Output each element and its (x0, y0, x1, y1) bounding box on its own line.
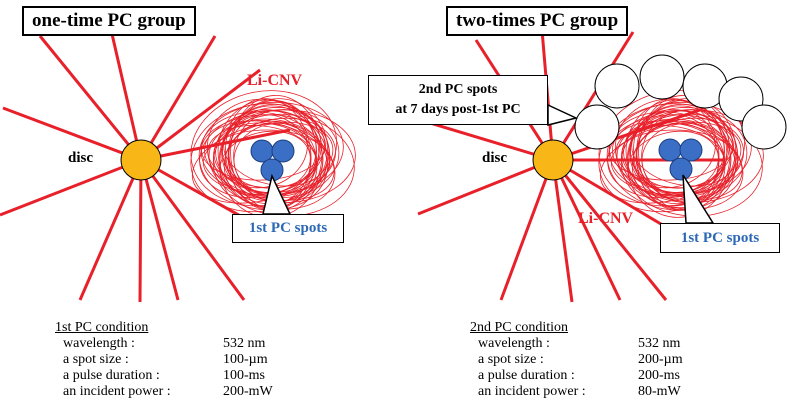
condition-param: a spot size : (478, 352, 544, 367)
cnv-scribble-loop (627, 130, 719, 196)
left-1st-pc-spots (250, 139, 295, 182)
left-group-title: one-time PC group (22, 6, 196, 36)
condition-param: a pulse duration : (478, 368, 575, 383)
condition-row: a spot size : 200-µm (470, 352, 683, 368)
vessel-ray (110, 33, 143, 161)
condition-row: wavelength : 532 nm (55, 336, 273, 352)
left-diagram (0, 33, 356, 303)
condition-param: wavelength : (478, 336, 550, 351)
2nd-spots-label-line2: at 7 days post-1st PC (395, 102, 521, 117)
2nd-pc-spot (574, 104, 620, 150)
cnv-scribble-loop (201, 114, 326, 181)
condition-value: 100-µm (223, 352, 268, 367)
cnv-scribble-loop (599, 121, 742, 204)
cnv-scribble-loop (629, 109, 736, 202)
cnv-scribble-loop (224, 117, 337, 195)
cnv-scribble-loop (606, 111, 736, 211)
condition-value: 100-ms (223, 368, 265, 383)
vessel-ray (552, 108, 701, 162)
condition-row: an incident power : 200-mW (55, 384, 273, 400)
vessel-ray (2, 106, 142, 162)
right-2nd-pc-spots (574, 54, 787, 150)
condition-value: 532 nm (223, 336, 266, 351)
condition-row: a pulse duration : 100-ms (55, 368, 273, 384)
right-condition-block: 2nd PC condition wavelength : 532 nm a sp… (470, 320, 683, 400)
2nd-pc-spot (594, 63, 640, 109)
right-1st-pc-spots (658, 138, 703, 181)
cnv-scribble-loop (626, 105, 732, 218)
condition-param: a spot size : (63, 352, 129, 367)
condition-row: a spot size : 100-µm (55, 352, 273, 368)
vessel-ray (139, 159, 180, 301)
vessel-ray (139, 159, 246, 301)
cnv-scribble-loop (208, 119, 336, 210)
cnv-scribble-loop (636, 100, 726, 211)
condition-param: an incident power : (63, 384, 171, 399)
vessel-ray (499, 159, 555, 301)
condition-row: an incident power : 80-mW (470, 384, 683, 400)
vessel-ray (140, 68, 261, 162)
right-2nd-pc-spots-callout: 2nd PC spots at 7 days post-1st PC (368, 75, 548, 125)
right-disc-label: disc (482, 150, 508, 166)
pc-spot (250, 139, 274, 163)
cnv-scribble-loop (221, 103, 322, 193)
vessel-ray (139, 35, 217, 161)
pc-spot (669, 157, 693, 181)
vessel-ray (0, 158, 142, 217)
left-optic-disc (120, 139, 162, 181)
left-disc-label: disc (68, 150, 94, 166)
condition-value: 200-mW (223, 384, 273, 399)
vessel-ray (551, 159, 622, 301)
vessel-ray (38, 35, 143, 161)
condition-param: a pulse duration : (63, 368, 160, 383)
vessel-ray (551, 159, 574, 303)
right-optic-disc (532, 139, 574, 181)
condition-value: 200-µm (638, 352, 683, 367)
2nd-spots-label-line1: 2nd PC spots (418, 82, 498, 97)
vessel-ray (551, 159, 668, 301)
condition-value: 80-mW (638, 384, 681, 399)
right-li-cnv-label: Li-CNV (578, 210, 634, 227)
cnv-scribble-loop (623, 109, 716, 189)
left-condition-heading: 1st PC condition (55, 320, 149, 335)
pc-spot (658, 138, 682, 162)
left-1st-pc-spots-callout: 1st PC spots (232, 214, 344, 243)
condition-value: 200-ms (638, 368, 680, 383)
cnv-scribble-loop (616, 119, 744, 210)
condition-value: 532 nm (638, 336, 681, 351)
right-2nd-callout-pointer (547, 103, 579, 126)
right-diagram (417, 29, 787, 303)
condition-row: a pulse duration : 200-ms (470, 368, 683, 384)
vessel-ray (138, 159, 143, 303)
condition-row: wavelength : 532 nm (470, 336, 683, 352)
right-1st-pc-spots-callout: 1st PC spots (660, 223, 780, 253)
condition-param: wavelength : (63, 336, 135, 351)
vessel-ray (419, 118, 554, 162)
left-li-cnv-label: Li-CNV (247, 72, 303, 89)
vessel-ray (417, 158, 554, 216)
cnv-scribble-loop (198, 111, 328, 211)
vessel-ray (78, 159, 143, 301)
cnv-scribble-loop (609, 114, 734, 181)
pc-spot (271, 139, 295, 163)
right-group-title: two-times PC group (446, 6, 629, 36)
vessel-ray (551, 31, 635, 161)
left-condition-block: 1st PC condition wavelength : 532 nm a sp… (55, 320, 273, 400)
2nd-pc-spot (639, 54, 685, 100)
pc-spot (679, 138, 703, 162)
2nd-pc-spot (741, 104, 787, 150)
condition-param: an incident power : (478, 384, 586, 399)
cnv-scribble-loop (221, 109, 328, 202)
right-condition-heading: 2nd PC condition (470, 320, 569, 335)
